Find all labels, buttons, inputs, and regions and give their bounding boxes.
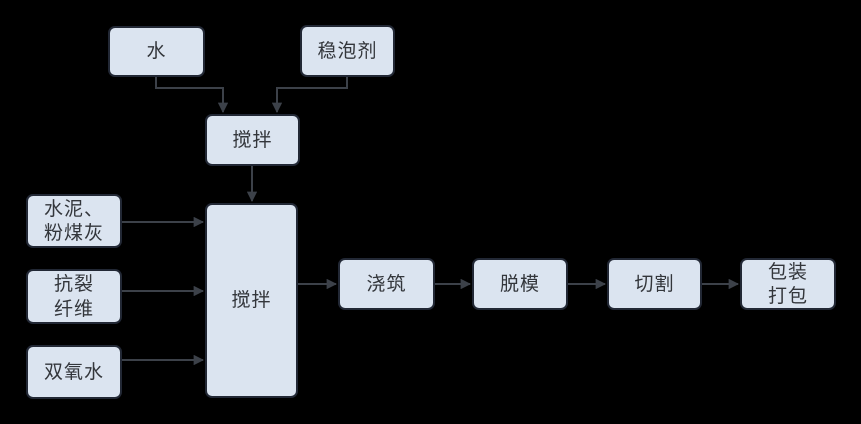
node-anticrack-fiber-label: 抗裂 纤维 [53, 273, 94, 320]
node-cement-flyash-label: 水泥、 粉煤灰 [43, 197, 104, 244]
node-mixing-foam-label: 搅拌 [232, 128, 273, 151]
node-hydrogen-peroxide: 双氧水 [26, 345, 122, 399]
node-packaging: 包装 打包 [740, 258, 836, 310]
node-demolding-label: 脱模 [499, 272, 540, 295]
node-water-label: 水 [146, 40, 167, 63]
node-cement-flyash: 水泥、 粉煤灰 [26, 194, 122, 248]
node-cutting: 切割 [607, 258, 702, 310]
node-water: 水 [108, 26, 205, 77]
node-pouring-label: 浇筑 [366, 272, 407, 295]
edge-stabilizer-to-mix-foam [271, 77, 348, 114]
node-hydrogen-peroxide-label: 双氧水 [43, 360, 104, 383]
node-demolding: 脱模 [472, 258, 568, 310]
node-mixing-main: 搅拌 [205, 203, 298, 398]
node-foam-stabilizer-label: 稳泡剂 [317, 39, 378, 62]
node-foam-stabilizer: 稳泡剂 [300, 25, 395, 77]
node-cutting-label: 切割 [634, 272, 675, 295]
node-mixing-main-label: 搅拌 [231, 289, 272, 312]
node-packaging-label: 包装 打包 [767, 260, 808, 307]
node-mixing-foam: 搅拌 [205, 114, 300, 166]
node-pouring: 浇筑 [338, 258, 435, 310]
edge-water-to-mix-foam [155, 77, 229, 114]
node-anticrack-fiber: 抗裂 纤维 [26, 269, 122, 324]
